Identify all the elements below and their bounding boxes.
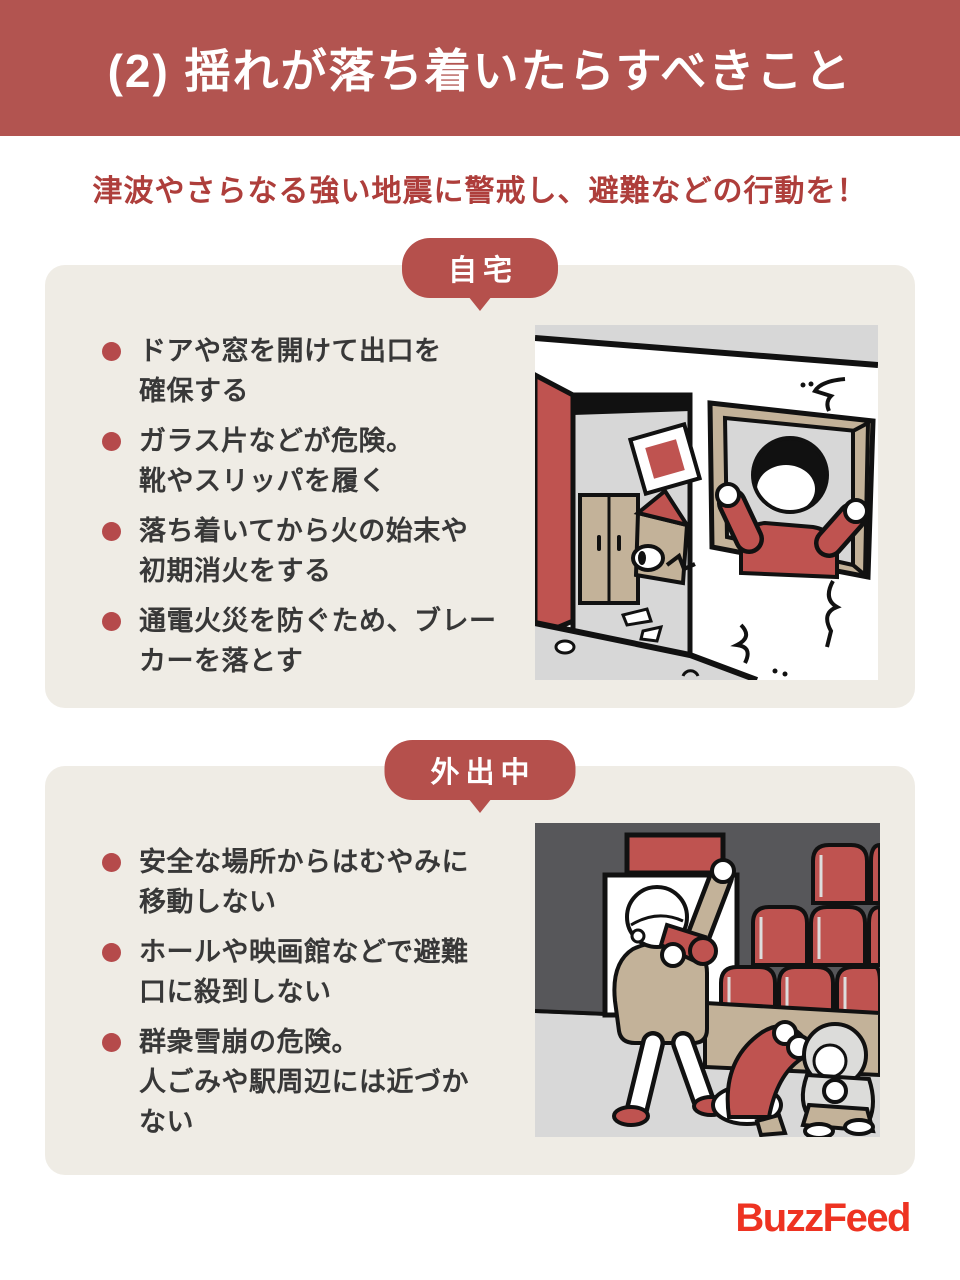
tip-text: 通電火災を防ぐため、ブレー カーを落とす: [139, 606, 497, 676]
tip-text: 安全な場所からはむやみに 移動しない: [139, 847, 469, 917]
list-item: 群衆雪崩の危険。 人ごみや駅周辺には近づか ない: [100, 1022, 540, 1142]
crouching-person-red: [711, 1020, 812, 1137]
bullet-dot: [102, 853, 121, 872]
list-item: ガラス片などが危険。 靴やスリッパを履く: [100, 421, 530, 501]
tip-text: 落ち着いてから火の始末や 初期消火をする: [139, 516, 469, 586]
list-item: 落ち着いてから火の始末や 初期消火をする: [100, 511, 530, 591]
floor: [535, 620, 759, 680]
page-subtitle: 津波やさらなる強い地震に警戒し、避難などの行動を！: [92, 175, 868, 208]
list-item: 通電火災を防ぐため、ブレー カーを落とす: [100, 601, 530, 681]
bullet-dot: [102, 522, 121, 541]
section-badge-out: 外出中: [384, 740, 576, 813]
bullet-dot: [102, 432, 121, 451]
section-badge-out-label: 外出中: [384, 740, 576, 800]
tip-text: ホールや映画館などで避難 口に殺到しない: [139, 937, 469, 1007]
section-panel-home: ドアや窓を開けて出口を 確保する ガラス片などが危険。 靴やスリッパを履く 落ち…: [45, 265, 915, 708]
badge-tail: [467, 798, 492, 813]
tip-text: ガラス片などが危険。 靴やスリッパを履く: [139, 426, 414, 496]
tilted-picture-frame: [627, 421, 703, 497]
hall-illustration: [535, 823, 880, 1137]
ceiling: [535, 325, 878, 412]
staff-with-megaphone: [612, 858, 736, 1127]
page-title: (2) 揺れが落ち着いたらすべきこと: [0, 0, 960, 136]
wall-cracks: [730, 580, 842, 677]
person-opening-window: [715, 436, 869, 580]
tip-text: 群衆雪崩の危険。 人ごみや駅周辺には近づか ない: [139, 1027, 469, 1137]
section-panel-out: 安全な場所からはむやみに 移動しない ホールや映画館などで避難 口に殺到しない …: [45, 766, 915, 1175]
bullet-dot: [102, 342, 121, 361]
red-wardrobe: [535, 372, 576, 640]
bullet-dot: [102, 1033, 121, 1052]
crouching-person-hooded: [800, 1022, 876, 1137]
section-badge-home: 自宅: [401, 238, 559, 311]
bullet-dot: [102, 612, 121, 631]
home-tips-list: ドアや窓を開けて出口を 確保する ガラス片などが危険。 靴やスリッパを履く 落ち…: [100, 331, 530, 691]
theater-seats: [703, 842, 880, 1078]
out-tips-list: 安全な場所からはむやみに 移動しない ホールや映画館などで避難 口に殺到しない …: [100, 842, 540, 1152]
badge-tail: [467, 296, 492, 311]
list-item: 安全な場所からはむやみに 移動しない: [100, 842, 540, 922]
tip-text: ドアや窓を開けて出口を 確保する: [139, 336, 442, 406]
section-badge-home-label: 自宅: [401, 238, 559, 298]
bullet-dot: [102, 943, 121, 962]
list-item: ドアや窓を開けて出口を 確保する: [100, 331, 530, 411]
list-item: ホールや映画館などで避難 口に殺到しない: [100, 932, 540, 1012]
buzzfeed-logo: BuzzFeed: [735, 1196, 911, 1240]
home-illustration: [535, 325, 878, 680]
